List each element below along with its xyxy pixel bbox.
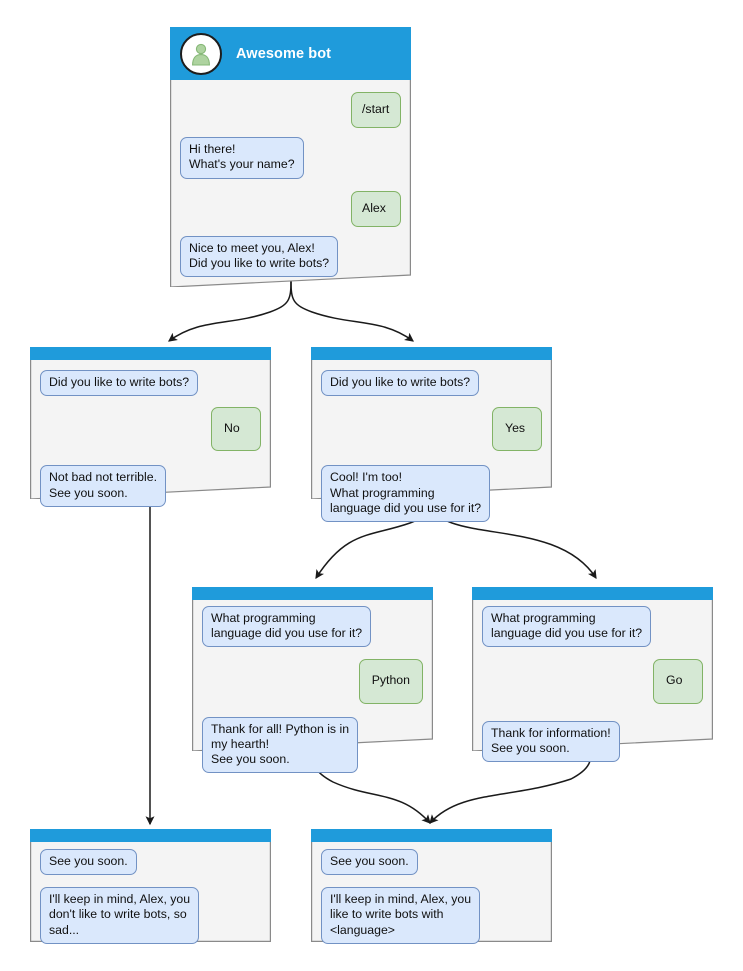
card-end-yes-header	[311, 829, 552, 842]
bot-message-bubble[interactable]: Hi there! What's your name?	[180, 137, 304, 179]
card-yes-branch-messages: Did you like to write bots? Yes Cool! I'…	[311, 360, 552, 523]
user-message-bubble[interactable]: Yes	[492, 407, 542, 452]
edge-root-to-no	[168, 280, 292, 342]
card-root-messages: /start Hi there! What's your name? Alex …	[170, 80, 411, 278]
message-row: Hi there! What's your name?	[180, 137, 401, 179]
message-row: Yes	[321, 407, 542, 452]
bot-message-bubble[interactable]: Not bad not terrible. See you soon.	[40, 465, 167, 507]
message-row: Cool! I'm too! What programming language…	[321, 465, 542, 523]
message-row: No	[40, 407, 261, 452]
card-go-branch[interactable]: What programming language did you use fo…	[472, 587, 713, 763]
edge-root-to-yes	[290, 280, 414, 342]
message-row: Did you like to write bots?	[40, 370, 261, 397]
card-no-branch-header	[30, 347, 271, 360]
user-message-bubble[interactable]: /start	[351, 92, 401, 129]
card-go-branch-messages: What programming language did you use fo…	[472, 600, 713, 763]
person-avatar-icon	[180, 32, 222, 75]
card-end-no-header	[30, 829, 271, 842]
bot-message-bubble[interactable]: What programming language did you use fo…	[202, 606, 372, 648]
message-row: Alex	[180, 190, 401, 227]
card-yes-branch[interactable]: Did you like to write bots? Yes Cool! I'…	[311, 347, 552, 523]
user-message-bubble[interactable]: Python	[358, 659, 423, 704]
message-row: See you soon.	[321, 849, 542, 876]
bot-message-bubble[interactable]: Thank for information! See you soon.	[482, 720, 620, 763]
message-row: I'll keep in mind, Alex, you like to wri…	[321, 887, 542, 944]
bot-message-bubble[interactable]: Did you like to write bots?	[321, 370, 480, 397]
card-root-header: Awesome bot	[170, 27, 411, 80]
message-row: What programming language did you use fo…	[202, 606, 423, 648]
bot-title: Awesome bot	[236, 45, 332, 62]
user-message-bubble[interactable]: No	[211, 407, 261, 452]
card-end-no[interactable]: See you soon. I'll keep in mind, Alex, y…	[30, 829, 271, 944]
message-row: Python	[202, 659, 423, 704]
card-end-yes-messages: See you soon. I'll keep in mind, Alex, y…	[311, 842, 552, 944]
message-row: Nice to meet you, Alex! Did you like to …	[180, 235, 401, 278]
bot-message-bubble[interactable]: Nice to meet you, Alex! Did you like to …	[180, 235, 339, 278]
bot-message-bubble[interactable]: What programming language did you use fo…	[482, 606, 652, 648]
card-python-branch-messages: What programming language did you use fo…	[192, 600, 433, 774]
card-yes-branch-header	[311, 347, 552, 360]
bot-message-bubble[interactable]: Cool! I'm too! What programming language…	[321, 465, 491, 523]
card-no-branch[interactable]: Did you like to write bots? No Not bad n…	[30, 347, 271, 507]
message-row: Did you like to write bots?	[321, 370, 542, 397]
message-row: I'll keep in mind, Alex, you don't like …	[40, 887, 261, 944]
message-row: Thank for information! See you soon.	[482, 720, 703, 763]
card-go-branch-header	[472, 587, 713, 600]
message-row: Not bad not terrible. See you soon.	[40, 465, 261, 507]
message-row: What programming language did you use fo…	[482, 606, 703, 648]
user-message-bubble[interactable]: Go	[653, 659, 703, 704]
message-row: See you soon.	[40, 849, 261, 876]
card-python-branch-header	[192, 587, 433, 600]
message-row: Thank for all! Python is in my hearth! S…	[202, 716, 423, 774]
user-message-bubble[interactable]: Alex	[351, 190, 401, 227]
bot-message-bubble[interactable]: I'll keep in mind, Alex, you like to wri…	[321, 887, 481, 944]
message-row: Go	[482, 659, 703, 704]
bot-message-bubble[interactable]: I'll keep in mind, Alex, you don't like …	[40, 887, 200, 944]
bot-message-bubble[interactable]: Thank for all! Python is in my hearth! S…	[202, 716, 359, 774]
card-no-branch-messages: Did you like to write bots? No Not bad n…	[30, 360, 271, 507]
bot-message-bubble[interactable]: See you soon.	[40, 849, 137, 876]
bot-message-bubble[interactable]: Did you like to write bots?	[40, 370, 199, 397]
card-root[interactable]: Awesome bot /start Hi there! What's your…	[170, 27, 411, 287]
card-python-branch[interactable]: What programming language did you use fo…	[192, 587, 433, 774]
card-end-yes[interactable]: See you soon. I'll keep in mind, Alex, y…	[311, 829, 552, 944]
bot-message-bubble[interactable]: See you soon.	[321, 849, 418, 876]
card-end-no-messages: See you soon. I'll keep in mind, Alex, y…	[30, 842, 271, 944]
message-row: /start	[180, 92, 401, 129]
